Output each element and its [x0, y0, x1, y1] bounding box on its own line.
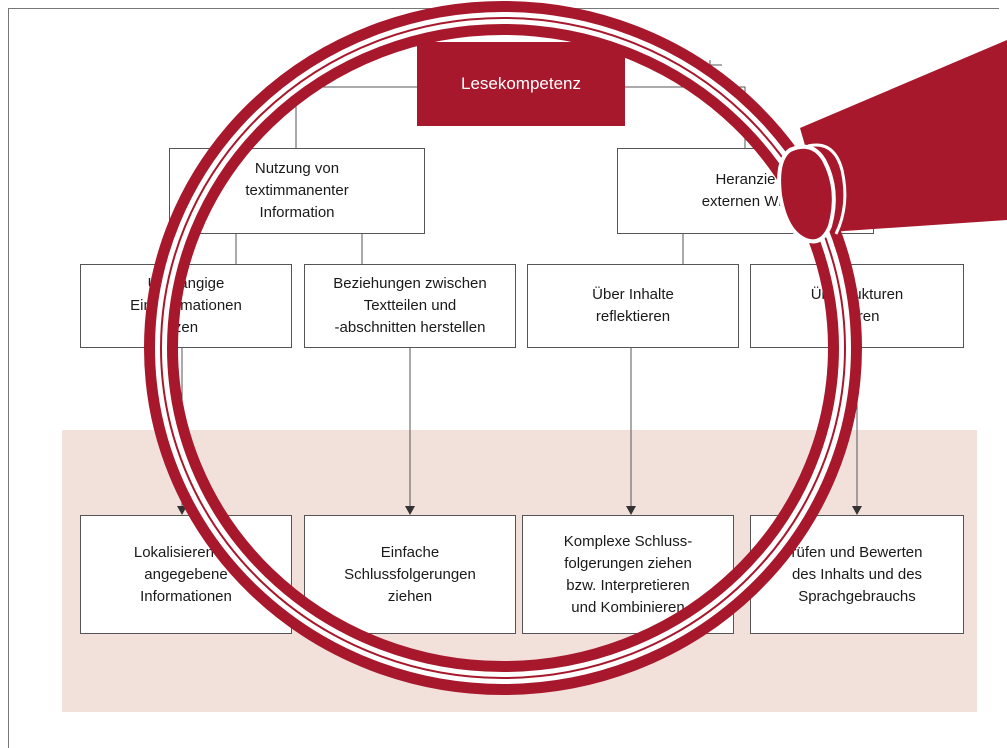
- level2-node-beziehungen: Beziehungen zwischen Textteilen und -abs…: [304, 264, 516, 348]
- root-node: Lesekompetenz: [417, 42, 625, 126]
- level2-node-inhalte: Über Inhalte reflektieren: [527, 264, 739, 348]
- level3-node-einfache-schlussfolgerungen: Einfache Schlussfolgerungen ziehen: [304, 515, 516, 634]
- level3-node-pruefen-bewerten: rüfen und Bewerten des Inhalts und des S…: [750, 515, 964, 634]
